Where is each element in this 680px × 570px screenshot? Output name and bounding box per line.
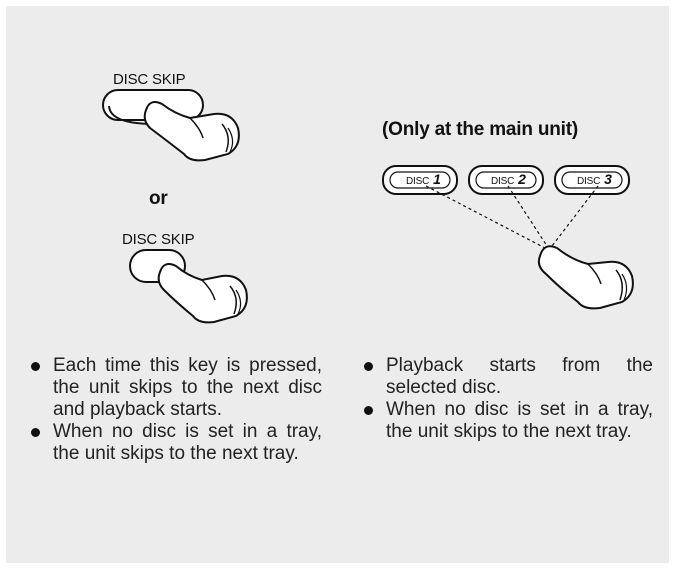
or-separator: or	[149, 188, 168, 209]
disc-2-button-label: DISC 2	[491, 171, 526, 188]
right-bullet-list: Playback starts from the selected disc. …	[359, 355, 653, 443]
disc-2-tag: DISC	[491, 176, 515, 187]
pressing-hand-icon	[157, 263, 248, 324]
disc-tray-button-icon	[468, 165, 544, 195]
disc-skip-label-bottom: DISC SKIP	[122, 231, 195, 248]
left-bullet-list: Each time this key is pressed, the unit …	[26, 355, 322, 465]
disc-1-tag: DISC	[406, 176, 430, 187]
disc-3-button-label: DISC 3	[577, 171, 612, 188]
list-item: When no disc is set in a tray, the unit …	[26, 421, 322, 465]
disc-skip-label-top: DISC SKIP	[113, 71, 186, 88]
disc-2-number: 2	[518, 171, 526, 187]
main-unit-title: (Only at the main unit)	[382, 119, 578, 140]
disc-3-number: 3	[604, 171, 612, 187]
list-item: Each time this key is pressed, the unit …	[26, 355, 322, 421]
disc-1-button-label: DISC 1	[406, 171, 441, 188]
disc-tray-button-icon	[382, 165, 458, 195]
disc-tray-button-icon	[554, 165, 630, 195]
selection-lines	[425, 185, 599, 249]
pressing-hand-icon	[143, 101, 240, 162]
disc-3-tag: DISC	[577, 176, 601, 187]
list-item: When no disc is set in a tray, the unit …	[359, 399, 653, 443]
pressing-hand-icon	[537, 245, 634, 310]
list-item: Playback starts from the selected disc.	[359, 355, 653, 399]
disc-1-number: 1	[433, 171, 441, 187]
